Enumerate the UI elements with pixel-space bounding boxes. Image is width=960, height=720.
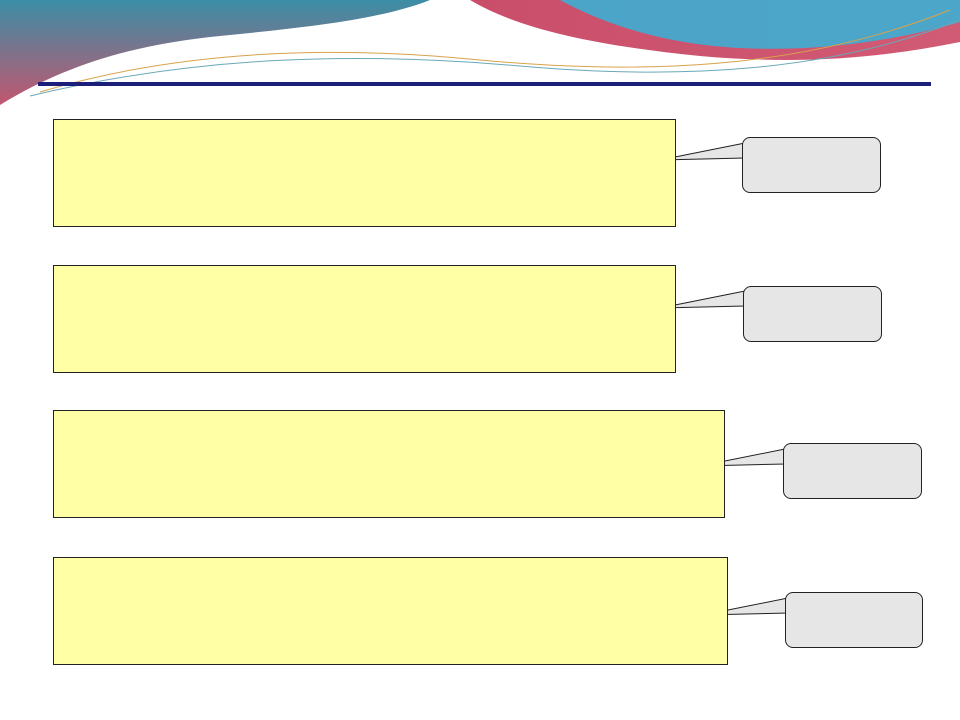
header-decoration	[0, 0, 960, 105]
header-wave-cyan	[560, 0, 960, 49]
callout-1	[742, 137, 881, 193]
callout-3	[783, 443, 922, 499]
text-box-3	[53, 410, 725, 518]
callout-4	[785, 592, 923, 648]
header-wave-left	[0, 0, 430, 105]
callout-2	[743, 286, 882, 342]
text-box-4	[53, 557, 728, 665]
header-wave-white	[430, 0, 960, 76]
header-thin-line-2	[29, 19, 960, 97]
text-box-1	[53, 119, 676, 227]
header-thin-line-1	[39, 9, 951, 93]
text-box-2	[53, 265, 676, 373]
title-rule	[38, 82, 931, 86]
